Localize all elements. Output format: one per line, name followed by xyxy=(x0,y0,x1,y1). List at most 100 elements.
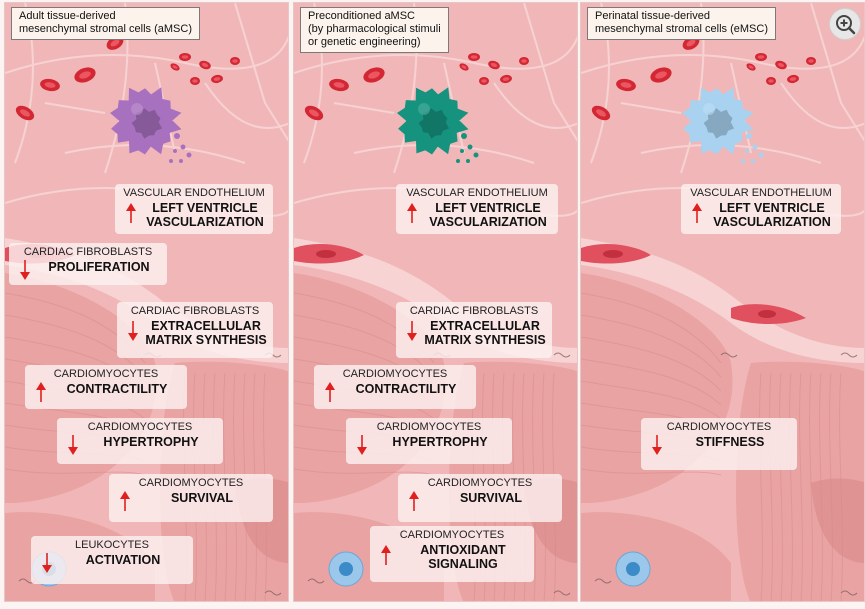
red-blood-cell xyxy=(775,60,787,70)
increase-arrow-icon xyxy=(119,491,131,511)
cell-type-label: CARDIAC FIBROBLASTS xyxy=(409,305,539,317)
panel-title-line: Preconditioned aMSC xyxy=(308,10,416,22)
panel-title-line: mesenchymal stromal cells (eMSC) xyxy=(595,23,768,35)
red-blood-cell xyxy=(74,67,96,83)
effect-text-line: CONTRACTILITY xyxy=(355,382,457,396)
decrease-arrow-icon xyxy=(127,321,139,341)
effect-text-line: LEFT VENTRICLE xyxy=(719,201,825,215)
cell-type-label: CARDIOMYOCYTES xyxy=(53,368,159,380)
red-blood-cells xyxy=(15,36,240,121)
effect-label: CARDIOMYOCYTES HYPERTROPHY xyxy=(346,418,512,464)
fibroblast xyxy=(294,243,364,264)
panel-title-line: Adult tissue-derived xyxy=(19,10,116,22)
effect-text-line: MATRIX SYNTHESIS xyxy=(145,333,267,347)
panel-title-line: (by pharmacological stimuli xyxy=(308,23,441,35)
cell-type-label: CARDIOMYOCYTES xyxy=(87,421,193,433)
cell-type-label: CARDIOMYOCYTES xyxy=(666,421,772,433)
stromal-cell xyxy=(110,87,192,163)
leukocyte xyxy=(615,551,651,587)
red-blood-cell xyxy=(329,78,349,92)
effect-text-line: ANTIOXIDANT xyxy=(420,543,506,557)
red-blood-cell xyxy=(806,57,816,65)
effect-text-line: MATRIX SYNTHESIS xyxy=(424,333,546,347)
interstitial-band xyxy=(294,238,577,363)
effect-label: CARDIOMYOCYTES CONTRACTILITY xyxy=(25,365,187,409)
cell-type-label: CARDIOMYOCYTES xyxy=(342,368,448,380)
red-blood-cell xyxy=(230,57,240,65)
red-blood-cell xyxy=(591,105,611,121)
cell-type-label: CARDIOMYOCYTES xyxy=(376,421,482,433)
increase-arrow-icon xyxy=(406,203,418,223)
effect-text: PROLIFERATION xyxy=(35,260,163,274)
fibroblast xyxy=(581,243,806,325)
effect-text-line: VASCULARIZATION xyxy=(146,215,264,229)
effect-text-line: LEFT VENTRICLE xyxy=(435,201,541,215)
cell-type-label: LEUKOCYTES xyxy=(75,539,149,551)
red-blood-cell xyxy=(211,74,223,84)
effect-text-line: CONTRACTILITY xyxy=(66,382,168,396)
panel-title-line: or genetic engineering) xyxy=(308,36,421,48)
red-blood-cell xyxy=(199,60,211,70)
cell-type-label: VASCULAR ENDOTHELIUM xyxy=(690,187,832,199)
effect-label: CARDIOMYOCYTES CONTRACTILITY xyxy=(314,365,476,409)
effect-text: CONTRACTILITY xyxy=(51,382,183,396)
decrease-arrow-icon xyxy=(67,435,79,455)
cell-type-label: CARDIAC FIBROBLASTS xyxy=(23,246,153,258)
panel-title-line: Perinatal tissue-derived xyxy=(595,10,710,22)
cell-type-label: CARDIOMYOCYTES xyxy=(399,529,505,541)
red-blood-cell xyxy=(650,67,672,83)
cell-type-label: CARDIAC FIBROBLASTS xyxy=(130,305,260,317)
cell-type-label: CARDIOMYOCYTES xyxy=(138,477,244,489)
decrease-arrow-icon xyxy=(41,553,53,573)
effect-text: CONTRACTILITY xyxy=(340,382,472,396)
effect-text-line: VASCULARIZATION xyxy=(429,215,547,229)
zoom-in-icon xyxy=(836,15,856,35)
increase-arrow-icon xyxy=(125,203,137,223)
panel-title-line: mesenchymal stromal cells (aMSC) xyxy=(19,23,192,35)
effect-text: SURVIVAL xyxy=(424,491,558,505)
red-blood-cell xyxy=(755,53,767,61)
red-blood-cell xyxy=(459,63,469,71)
stromal-cell xyxy=(682,87,764,163)
effect-text: HYPERTROPHY xyxy=(83,435,219,449)
red-blood-cell xyxy=(479,77,489,85)
effect-text-line: SIGNALING xyxy=(428,557,498,571)
increase-arrow-icon xyxy=(380,545,392,565)
stromal-cell xyxy=(397,87,479,163)
decrease-arrow-icon xyxy=(651,435,663,455)
effect-text-line: HYPERTROPHY xyxy=(392,435,488,449)
increase-arrow-icon xyxy=(35,382,47,402)
panel-title: Preconditioned aMSC(by pharmacological s… xyxy=(300,7,449,53)
effect-label: LEUKOCYTES ACTIVATION xyxy=(31,536,193,584)
red-blood-cell xyxy=(190,77,200,85)
increase-arrow-icon xyxy=(324,382,336,402)
zoom-in-button[interactable] xyxy=(829,8,861,40)
red-blood-cell xyxy=(468,53,480,61)
decrease-arrow-icon xyxy=(406,321,418,341)
effect-text-line: VASCULARIZATION xyxy=(713,215,831,229)
red-blood-cell xyxy=(616,78,636,92)
effect-text-line: EXTRACELLULAR xyxy=(430,319,540,333)
red-blood-cell xyxy=(519,57,529,65)
cell-type-label: VASCULAR ENDOTHELIUM xyxy=(406,187,548,199)
red-blood-cell xyxy=(40,78,60,92)
effect-text: HYPERTROPHY xyxy=(372,435,508,449)
effect-text: ACTIVATION xyxy=(57,553,189,567)
effect-text-line: HYPERTROPHY xyxy=(103,435,199,449)
effect-text-line: EXTRACELLULAR xyxy=(151,319,261,333)
